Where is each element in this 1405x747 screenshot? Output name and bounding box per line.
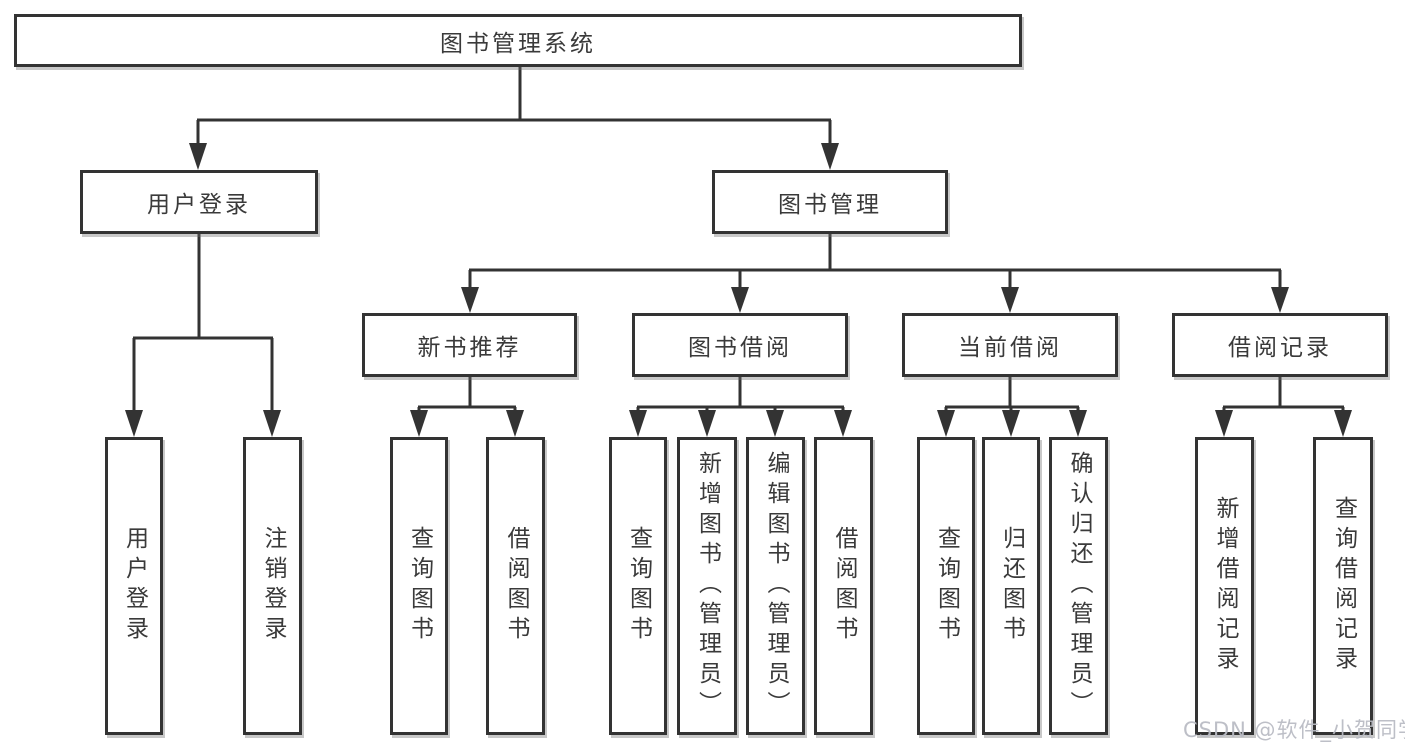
node-user-login: 用户登录 [80, 170, 318, 234]
leaf-nbr-borrow-books: 借阅图书 [486, 437, 545, 735]
node-book-management: 图书管理 [712, 170, 948, 234]
leaf-bb-borrow-books: 借阅图书 [814, 437, 873, 735]
connector-borrow-record [1222, 377, 1345, 413]
leaf-logout: 注销登录 [243, 437, 302, 735]
arrow-down-icon [629, 410, 647, 437]
arrow-down-icon [1215, 410, 1233, 437]
csdn-watermark: CSDN @软件_小贺同学 [1183, 718, 1405, 742]
arrow-down-icon [506, 410, 524, 437]
arrow-down-icon [1334, 410, 1352, 437]
node-library-management-system: 图书管理系统 [14, 14, 1022, 67]
arrow-down-icon [821, 143, 839, 170]
arrow-down-icon [731, 287, 749, 313]
arrow-down-icon [834, 410, 852, 437]
leaf-br-add-record: 新增借阅记录 [1195, 437, 1254, 735]
leaf-cb-query-books: 查询图书 [917, 437, 975, 735]
leaf-cb-confirm-return-admin: 确认归还（管理员） [1049, 437, 1108, 735]
arrow-down-icon [766, 410, 784, 437]
connector-root [196, 67, 832, 146]
connector-new-book-rec [417, 377, 517, 413]
arrow-down-icon [410, 410, 428, 437]
leaf-cb-return-books: 归还图书 [982, 437, 1040, 735]
node-book-borrow: 图书借阅 [632, 313, 848, 377]
arrow-down-icon [189, 143, 207, 170]
arrow-down-icon [698, 410, 716, 437]
leaf-bb-add-books-admin: 新增图书（管理员） [677, 437, 737, 735]
leaf-nbr-query-books: 查询图书 [390, 437, 448, 735]
node-current-borrow: 当前借阅 [902, 313, 1118, 377]
arrow-down-icon [461, 287, 479, 313]
arrow-down-icon [125, 410, 143, 437]
arrow-down-icon [1271, 287, 1289, 313]
leaf-br-query-record: 查询借阅记录 [1313, 437, 1373, 735]
connector-current-borrow [944, 377, 1080, 413]
node-new-book-recommend: 新书推荐 [362, 313, 577, 377]
arrow-down-icon [937, 410, 955, 437]
leaf-bb-query-books: 查询图书 [609, 437, 667, 735]
connector-book-mgmt [468, 234, 1282, 290]
arrow-down-icon [1069, 410, 1087, 437]
leaf-bb-edit-books-admin: 编辑图书（管理员） [746, 437, 805, 735]
node-borrow-record: 借阅记录 [1172, 313, 1388, 377]
arrow-down-icon [1002, 410, 1020, 437]
arrow-down-icon [263, 410, 281, 437]
connector-user-login [132, 234, 274, 413]
arrow-down-icon [1001, 287, 1019, 313]
leaf-user-login: 用户登录 [105, 437, 163, 735]
connector-book-borrow [636, 377, 845, 413]
